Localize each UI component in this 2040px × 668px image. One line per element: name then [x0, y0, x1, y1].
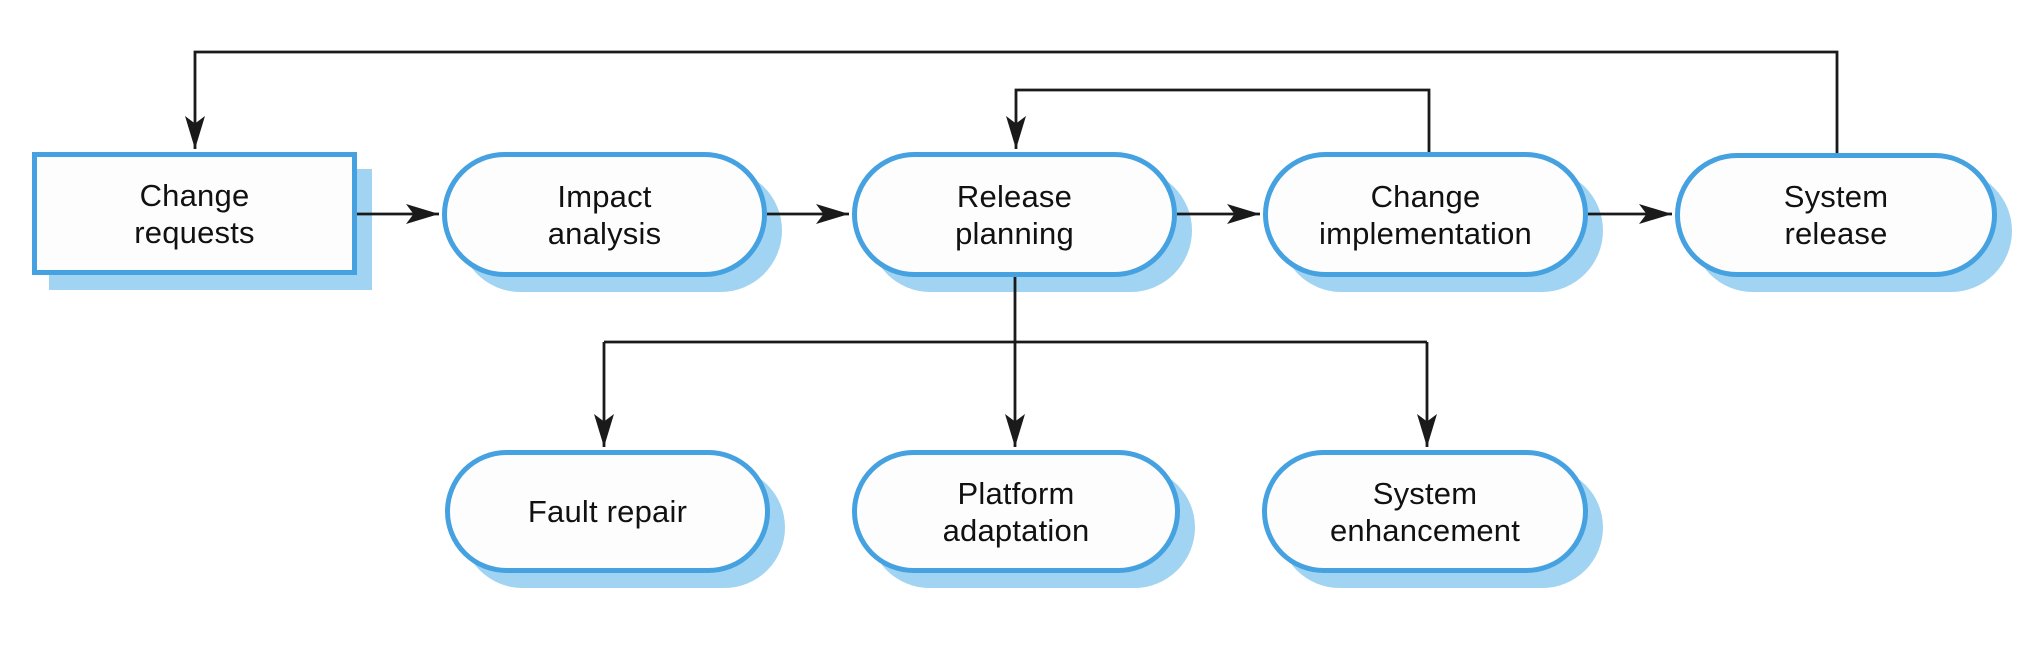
- edge-system-release-to-change-requests-feedback: [185, 50, 1839, 153]
- node-system-enhancement-label: System enhancement: [1329, 475, 1521, 548]
- node-platform-adaptation-label: Platform adaptation: [942, 475, 1090, 548]
- node-platform-adaptation: Platform adaptation: [852, 450, 1180, 573]
- node-change-implementation: Change implementation: [1263, 152, 1588, 277]
- node-release-planning-label: Release planning: [955, 178, 1074, 251]
- node-change-requests-label: Change requests: [134, 177, 255, 250]
- node-system-enhancement: System enhancement: [1262, 450, 1588, 573]
- node-change-requests: Change requests: [32, 152, 357, 275]
- node-impact-analysis: Impact analysis: [442, 152, 767, 277]
- node-impact-analysis-label: Impact analysis: [547, 178, 662, 251]
- node-release-planning: Release planning: [852, 152, 1177, 277]
- node-change-implementation-label: Change implementation: [1318, 178, 1533, 251]
- node-system-release: System release: [1675, 153, 1997, 277]
- edge-change-implementation-to-release-planning-feedback: [1006, 88, 1431, 152]
- node-fault-repair-label: Fault repair: [527, 494, 688, 529]
- node-system-release-label: System release: [1783, 179, 1889, 251]
- node-fault-repair: Fault repair: [445, 450, 770, 573]
